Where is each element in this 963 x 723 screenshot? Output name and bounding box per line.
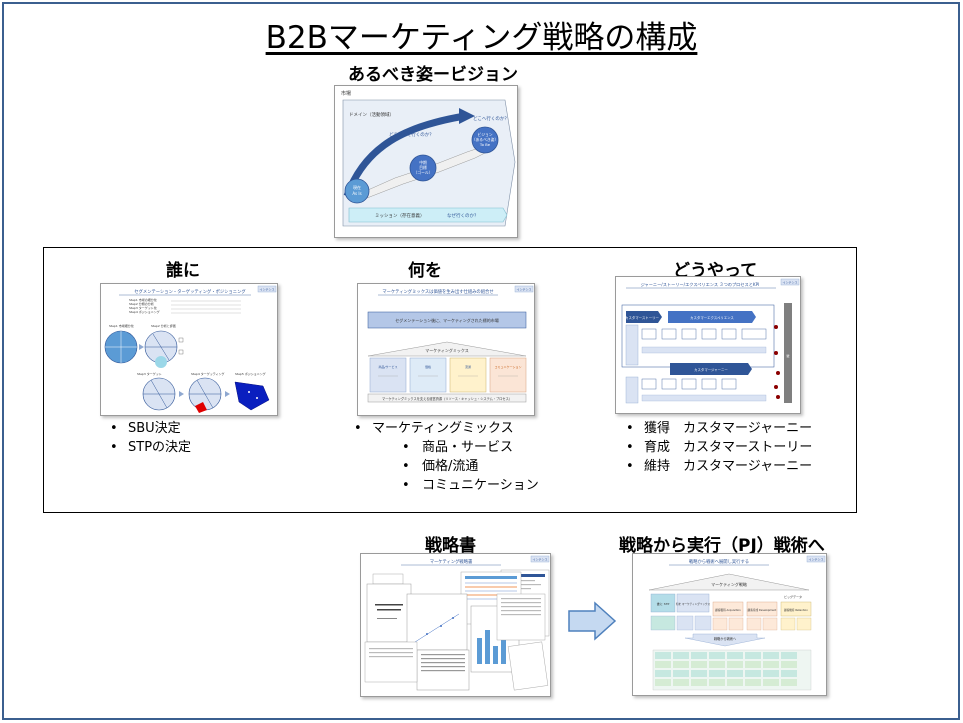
vision-domain-label: ドメイン（活動領域）	[349, 111, 394, 118]
mix-badge: インテンス	[517, 287, 532, 292]
pillar-retention: 顧客維持 Retention	[784, 608, 808, 612]
to-be-label-1: ビジョン	[477, 132, 492, 137]
vision-thumbnail[interactable]: 市場 ドメイン（活動領域） 現在 As Is 中期 目標 （ゴール） ビジョン …	[334, 85, 518, 238]
mix-card-place: 流通	[465, 364, 471, 369]
to-be-label-2: （あるべき姿）	[472, 137, 499, 142]
stp-label-3: Step3 ターゲット	[137, 371, 162, 376]
stp-step-3: Step3 ターゲット化	[129, 305, 157, 310]
mid-label-3: （ゴール）	[414, 170, 433, 175]
stp-label-5: Step5 ポジショニング	[235, 371, 266, 376]
where-question: どこへ行くのか？	[473, 115, 509, 122]
mix-card-product: 商品/サービス	[378, 364, 397, 369]
to-be-label-3: To Be	[479, 142, 491, 147]
who-bullet-sbu: SBU決定	[108, 419, 191, 438]
journey-diagram: ジャーニー/ストーリー/エクスペリエンス ３つのプロセスとKPI インテンス カ…	[621, 278, 800, 404]
how-bullet-list: 獲得 カスタマージャーニー 育成 カスタマーストーリー 維持 カスタマージャーニ…	[624, 419, 812, 476]
who-heading: 誰に	[166, 261, 200, 281]
marketing-mix-diagram: マーケティングミックスは価値を生み出す仕組みの組合せ インテンス セグメンテーシ…	[367, 285, 534, 403]
vision-diagram: 市場 ドメイン（活動領域） 現在 As Is 中期 目標 （ゴール） ビジョン …	[341, 90, 516, 227]
mix-roof-label: マーケティングミックス	[425, 347, 469, 353]
how-bullet-acquisition: 獲得 カスタマージャーニー	[624, 419, 812, 438]
strategy-doc-collage: マーケティング戦略書 インテンス	[364, 555, 550, 691]
journey-story-label: カスタマーストーリー	[625, 315, 659, 320]
who-bullet-stp: STPの決定	[108, 438, 191, 457]
vision-heading: あるべき姿ービジョン	[348, 65, 518, 85]
execution-diagram: 戦略から戦術へ展開し実行する インテンス マーケティング戦略 ビッグデータ 誰に…	[648, 555, 826, 691]
stp-label-1: Step1 市場細分化	[109, 323, 134, 328]
execution-band-label: 戦略から戦術へ	[714, 636, 737, 641]
strategy-doc-title: マーケティング戦略書	[430, 558, 473, 565]
execution-sub-label: ビッグデータ	[784, 594, 802, 599]
stp-title: セグメンテーション・ターゲッティング・ポジショニング	[134, 288, 246, 295]
execution-badge: インテンス	[809, 557, 824, 562]
who-what-how-section	[43, 247, 857, 513]
how-thumbnail[interactable]: ジャーニー/ストーリー/エクスペリエンス ３つのプロセスとKPI インテンス カ…	[615, 276, 801, 414]
journey-title: ジャーニー/ストーリー/エクスペリエンス ３つのプロセスとKPI	[641, 282, 760, 288]
vision-market-label: 市場	[341, 90, 351, 97]
stp-badge: インテンス	[260, 287, 275, 292]
tactics-grid	[652, 649, 812, 691]
pillar-development: 顧客育成 Development	[748, 608, 777, 612]
mix-title: マーケティングミックスは価値を生み出す仕組みの組合せ	[382, 288, 493, 295]
stp-label-4: Step4 ターゲッティング	[191, 371, 225, 376]
journey-wall-label: 壁	[786, 353, 789, 358]
how-question: どうやって行くのか？	[389, 131, 434, 138]
execution-heading: 戦略から実行（PJ）戦術へ	[619, 536, 825, 556]
what-bullet-list: マーケティングミックス 商品・サービス 価格/流通 コミュニケーション	[352, 419, 539, 495]
pillar-who: 誰に STP	[657, 601, 670, 606]
what-sub-bullet-product: 商品・サービス	[352, 438, 539, 457]
strategy-doc-thumbnail[interactable]: マーケティング戦略書 インテンス	[360, 553, 551, 697]
strategy-doc-heading: 戦略書	[425, 536, 476, 556]
execution-thumbnail[interactable]: 戦略から戦術へ展開し実行する インテンス マーケティング戦略 ビッグデータ 誰に…	[632, 553, 827, 696]
what-bullet-marketing-mix: マーケティングミックス	[352, 419, 539, 438]
mix-segment-label: セグメンテーション後に、マーケティングされた標的市場	[395, 317, 498, 323]
stp-step-2: Step2 分類の分析	[129, 301, 154, 306]
how-bullet-development: 育成 カスタマーストーリー	[624, 438, 812, 457]
what-sub-bullet-price: 価格/流通	[352, 457, 539, 476]
stp-label-2: Step2 分析と評価	[151, 323, 176, 328]
how-bullet-retention: 維持 カスタマージャーニー	[624, 457, 812, 476]
what-heading: 何を	[408, 261, 442, 281]
stp-step-4: Step4 ポジショニング	[129, 309, 160, 314]
stp-diagram: セグメンテーション・ターゲッティング・ポジショニング インテンス Step1 市…	[104, 285, 277, 413]
why-question: なぜ行くのか？	[447, 212, 479, 219]
what-sub-bullet-communication: コミュニケーション	[352, 476, 539, 495]
what-thumbnail[interactable]: マーケティングミックスは価値を生み出す仕組みの組合せ インテンス セグメンテーシ…	[357, 283, 535, 416]
page-title: B2Bマーケティング戦略の構成	[265, 20, 698, 56]
mix-card-price: 価格	[425, 364, 431, 369]
flow-arrow-icon	[567, 601, 617, 645]
pillar-acquisition: 顧客獲得 Acquisition	[715, 608, 741, 612]
who-bullet-list: SBU決定 STPの決定	[108, 419, 191, 457]
who-thumbnail[interactable]: セグメンテーション・ターゲッティング・ポジショニング インテンス Step1 市…	[100, 283, 278, 416]
pillar-what: 何を マーケティングミックス	[676, 602, 711, 606]
mid-label-2: 目標	[419, 165, 427, 170]
stp-step-1: Step1 市場の細分化	[129, 297, 157, 302]
journey-experience-label: カスタマーエクスペリエンス	[690, 315, 734, 320]
mix-footer-label: マーケティングミックスを支える経営資源（リソース・キャッシュ・システム・プロセス…	[382, 396, 512, 401]
journey-journey-label: カスタマージャーニー	[694, 367, 728, 372]
journey-badge: インテンス	[783, 280, 798, 285]
as-is-label-2: As Is	[352, 191, 361, 196]
mix-card-promotion: コミュニケーション	[495, 364, 522, 369]
execution-title: 戦略から戦術へ展開し実行する	[689, 558, 749, 565]
strategy-doc-badge: インテンス	[533, 557, 548, 562]
execution-roof-label: マーケティング戦略	[711, 581, 747, 587]
mid-label-1: 中期	[419, 160, 427, 165]
mission-label: ミッション（存在意義）	[375, 212, 425, 219]
as-is-label-1: 現在	[353, 184, 361, 190]
